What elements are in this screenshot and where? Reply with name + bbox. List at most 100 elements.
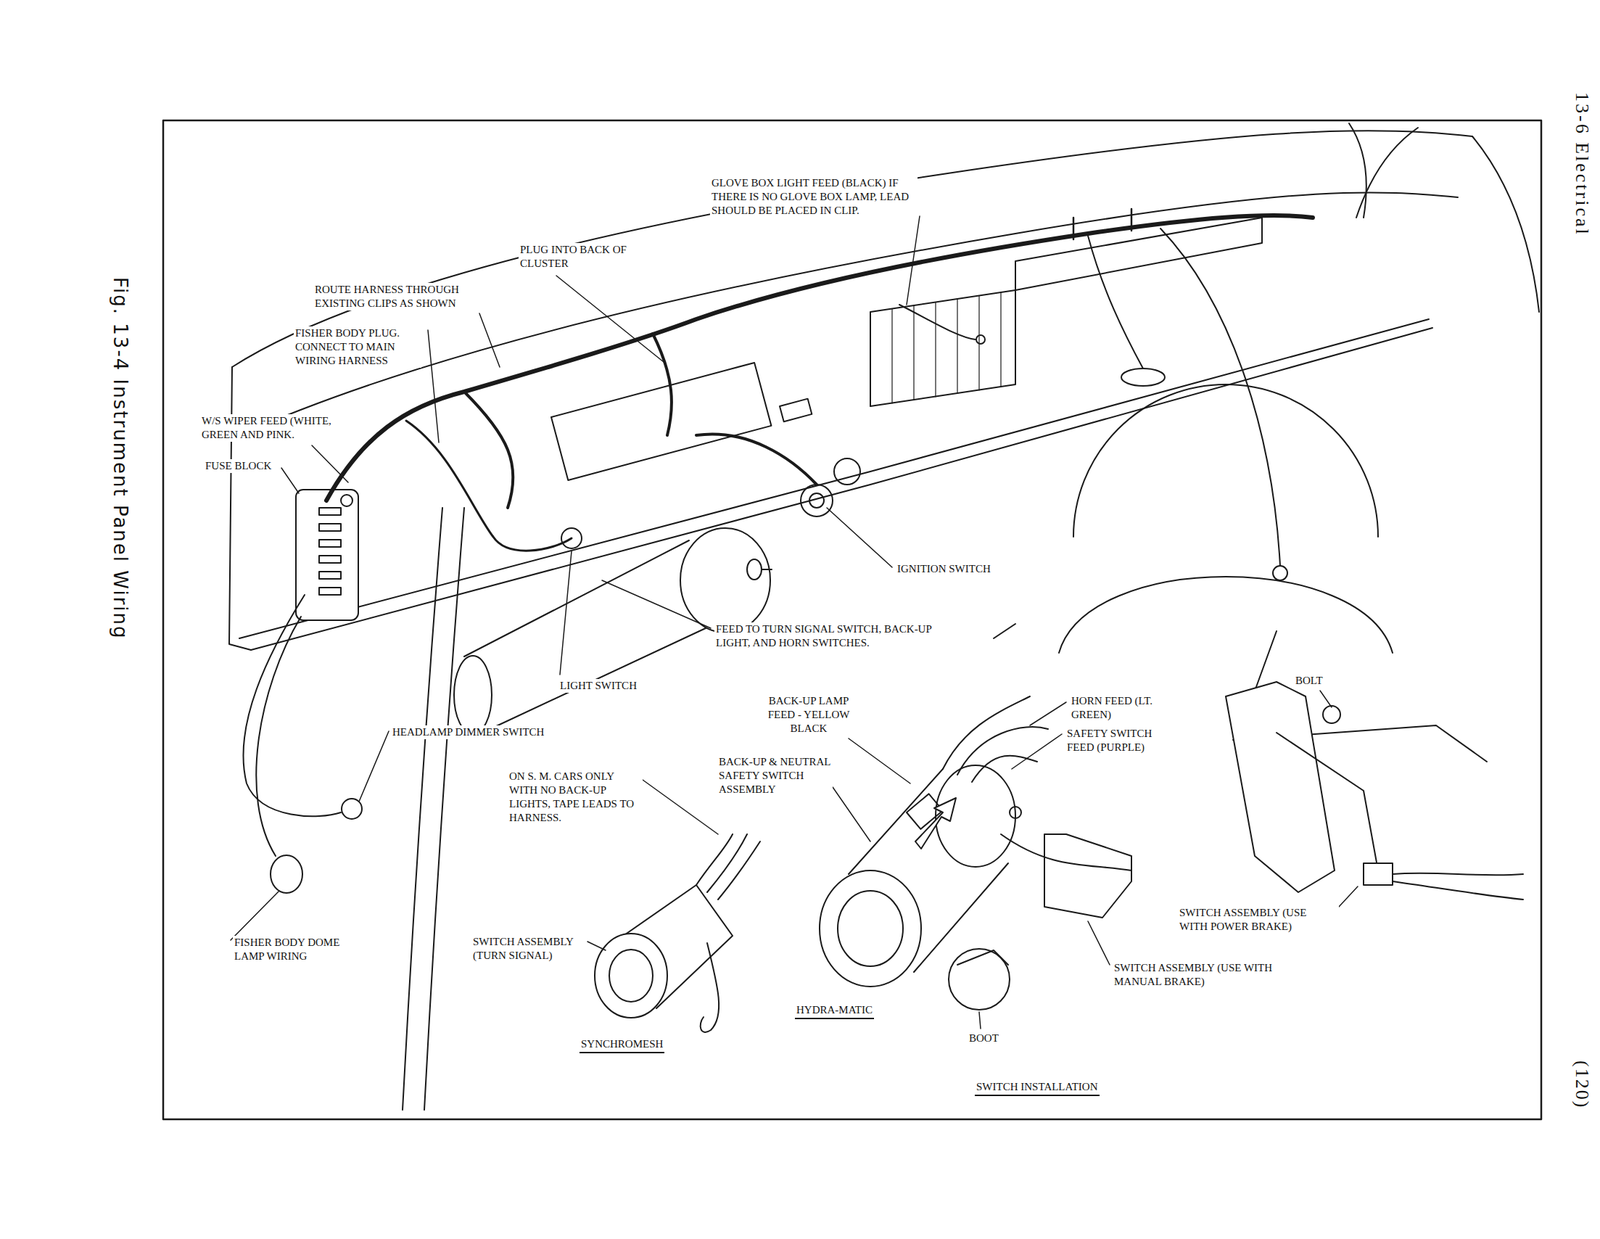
leader-line — [1338, 886, 1358, 907]
leader-line — [556, 275, 664, 362]
speaker-grille — [870, 290, 1016, 407]
boot-and-brackets — [957, 950, 1009, 965]
callout-label: PLUG INTO BACK OF CLUSTER — [518, 242, 631, 271]
fuse-block — [319, 507, 341, 595]
leader-line — [311, 445, 349, 483]
page-header: 13-6 Electrical — [1570, 90, 1595, 238]
leader-line — [359, 731, 389, 802]
cluster-and-knobs — [809, 493, 824, 508]
fuse-block — [295, 489, 359, 621]
wiring-harness — [976, 335, 985, 344]
wiring-harness — [256, 616, 301, 856]
leader-line — [1029, 702, 1067, 726]
leader-line — [906, 216, 920, 305]
leader-line — [1320, 690, 1332, 708]
callout-label: ON S. M. CARS ONLY WITH NO BACK-UP LIGHT… — [507, 769, 643, 825]
instrument-panel — [229, 123, 1540, 650]
leader-line — [642, 779, 719, 835]
wiring-harness — [242, 594, 341, 816]
wiring-harness — [1121, 368, 1165, 386]
instrument-panel — [1349, 123, 1367, 218]
leader-line — [601, 580, 711, 629]
steering-column — [761, 568, 772, 571]
boot-and-brackets — [948, 948, 1010, 1010]
fuse-block — [295, 489, 359, 621]
body-contours — [402, 507, 443, 1110]
boot-and-brackets — [1000, 834, 1132, 871]
callout-label: FUSE BLOCK — [203, 459, 273, 473]
boot-and-brackets — [1363, 863, 1393, 885]
boot-and-brackets — [1044, 834, 1132, 918]
boot-and-brackets — [948, 681, 1524, 1010]
section-heading: SWITCH INSTALLATION — [974, 1079, 1100, 1096]
body-contours — [424, 507, 465, 1110]
neutral-safety-switch — [837, 890, 903, 967]
wiring-harness — [899, 304, 976, 340]
callout-label: GLOVE BOX LIGHT FEED (BLACK) IF THERE IS… — [710, 176, 918, 218]
boot-and-brackets — [1392, 873, 1524, 900]
speaker-grille — [870, 290, 1016, 407]
leader-line — [281, 467, 299, 494]
leader-line — [832, 786, 871, 842]
turn-signal-switch — [700, 942, 720, 1033]
turn-signal-switch — [609, 949, 653, 1002]
cluster-and-knobs — [551, 362, 861, 549]
wiring-harness — [1272, 565, 1288, 581]
leader-line — [1011, 733, 1062, 769]
callout-label: SAFETY SWITCH FEED (PURPLE) — [1065, 726, 1169, 755]
cluster-and-knobs — [779, 398, 812, 423]
body-contours — [993, 623, 1016, 639]
wiring-harness — [1160, 228, 1281, 566]
leader-line — [587, 941, 606, 951]
turn-signal-switch — [594, 834, 761, 1033]
fuse-block — [340, 494, 353, 507]
turn-signal-switch — [594, 933, 668, 1018]
steering-column — [464, 540, 708, 733]
page-header: (120) — [1570, 1058, 1595, 1110]
turn-signal-switch — [696, 834, 761, 900]
wiring-illustration — [163, 120, 1542, 1120]
neutral-safety-switch — [819, 696, 1049, 987]
callout-label: LIGHT SWITCH — [558, 678, 639, 693]
callout-label: FISHER BODY DOME LAMP WIRING — [232, 935, 356, 964]
steering-column — [454, 655, 492, 734]
instrument-panel — [229, 366, 251, 650]
section-heading: HYDRA-MATIC — [794, 1003, 874, 1020]
instrument-panel — [1472, 136, 1540, 312]
instrument-panel — [250, 327, 1433, 650]
speaker-grille — [892, 292, 1001, 404]
boot-and-brackets — [1225, 681, 1335, 893]
wiring-harness — [464, 391, 514, 508]
leader-line — [230, 890, 280, 940]
callout-label: ROUTE HARNESS THROUGH EXISTING CLIPS AS … — [313, 282, 484, 311]
leader-line — [1087, 921, 1110, 965]
callout-label: BOOT — [967, 1031, 1001, 1046]
page-frame — [163, 120, 1542, 1120]
wiring-harness — [652, 333, 672, 436]
steering-column — [680, 528, 771, 633]
callout-label: FEED TO TURN SIGNAL SWITCH, BACK-UP LIGH… — [714, 622, 950, 650]
leader-line — [479, 313, 500, 367]
boot-and-brackets — [1276, 732, 1379, 871]
callout-label: SWITCH ASSEMBLY (TURN SIGNAL) — [471, 934, 587, 963]
boot-and-brackets — [1322, 705, 1341, 724]
body-contours — [1058, 576, 1393, 653]
steering-column — [747, 559, 762, 580]
cluster-and-knobs — [834, 458, 861, 485]
leader-line — [979, 1011, 981, 1029]
neutral-safety-switch — [942, 696, 1049, 782]
body-contours — [402, 384, 1487, 1110]
callout-label: BACK-UP LAMP FEED - YELLOW BLACK — [757, 694, 861, 736]
instrument-panel — [239, 319, 1429, 639]
wiring-harness — [1087, 235, 1144, 369]
callout-label: IGNITION SWITCH — [895, 562, 993, 576]
callout-label: W/S WIPER FEED (WHITE, GREEN AND PINK. — [200, 414, 362, 442]
instrument-panel — [239, 192, 1458, 436]
callout-label: FISHER BODY PLUG. CONNECT TO MAIN WIRING… — [293, 326, 422, 368]
leader-line — [230, 216, 1358, 1029]
callout-label: HORN FEED (LT. GREEN) — [1069, 694, 1159, 722]
figure-caption: Fig. 13-4 Instrument Panel Wiring — [108, 275, 133, 642]
wiring-harness — [696, 433, 817, 485]
wiring-harness — [270, 855, 303, 893]
